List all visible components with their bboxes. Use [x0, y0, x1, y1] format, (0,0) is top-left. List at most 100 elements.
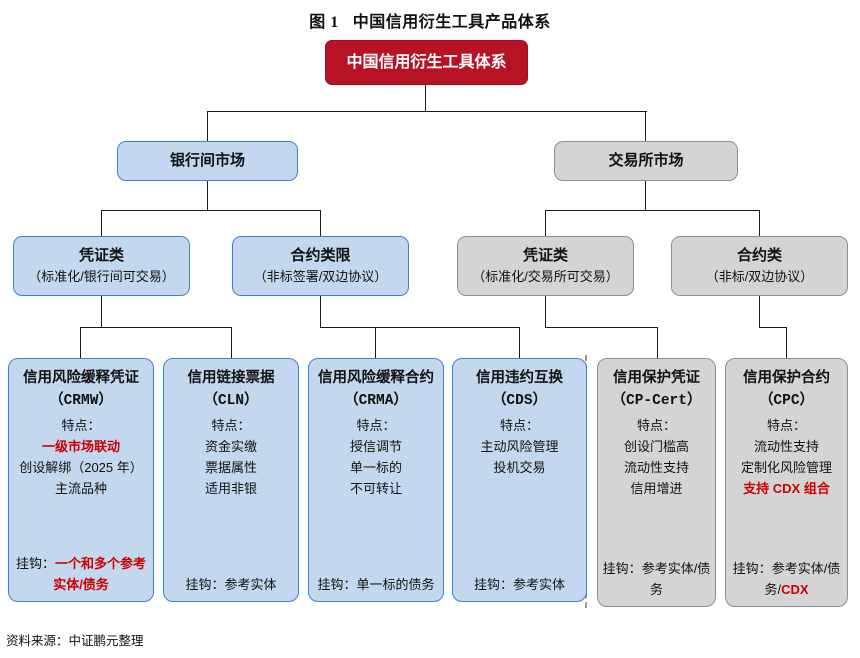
- connector-exvoucher-stem: [545, 296, 547, 328]
- product-abbreviation: （CP-Cert）: [611, 393, 702, 410]
- node-category-ib-contract-label: 合约类限: [290, 246, 351, 264]
- product-name: 信用保护合约: [743, 370, 830, 386]
- product-feature: 主动风险管理: [480, 439, 559, 455]
- connector-to-cp-cert: [657, 327, 659, 358]
- product-underlying-value: 参考实体/债务: [641, 560, 711, 597]
- product-underlying: 挂钩：参考实体/债务: [602, 554, 711, 600]
- connector-excontract-stem: [759, 296, 761, 328]
- product-feature: 单一标的: [349, 460, 402, 476]
- product-feature: 主流品种: [54, 481, 107, 497]
- product-underlying: 挂钩：一个和多个参考实体/债务: [13, 549, 149, 595]
- connector-to-crmw: [80, 327, 82, 358]
- product-feature: 一级市场联动: [41, 439, 120, 455]
- product-card-crma[interactable]: 信用风险缓释合约 （CRMA） 特点： 授信调节单一标的不可转让挂钩：单一标的债务: [308, 358, 444, 602]
- product-feature-label: 特点：: [356, 417, 396, 433]
- node-category-ib-contract[interactable]: 合约类限 （非标签署/双边协议）: [232, 236, 409, 296]
- node-category-ib-voucher[interactable]: 凭证类 （标准化/银行间可交易）: [13, 236, 190, 296]
- product-underlying-value: 单一标的债务: [356, 576, 435, 592]
- node-category-ib-voucher-sub: （标准化/银行间可交易）: [28, 269, 175, 285]
- product-abbreviation: （CDS）: [491, 393, 548, 410]
- product-underlying: 挂钩：参考实体: [168, 570, 294, 595]
- product-underlying: 挂钩：参考实体: [457, 570, 582, 595]
- connector-interbank-stem: [207, 181, 209, 210]
- product-abbreviation: （CPC）: [758, 393, 815, 410]
- node-category-ib-contract-sub: （非标签署/双边协议）: [253, 269, 388, 285]
- connector-to-ib-voucher: [101, 210, 103, 236]
- node-category-ex-contract-sub: （非标/双边协议）: [705, 269, 814, 285]
- product-card-cp-cert[interactable]: 信用保护凭证 （CP-Cert） 特点： 创设门槛高流动性支持信用增进挂钩：参考实体/…: [597, 358, 716, 607]
- product-feature: 流动性支持: [623, 460, 689, 476]
- connector-to-cpc: [786, 327, 788, 358]
- connector-root-bar: [207, 111, 647, 113]
- node-root[interactable]: 中国信用衍生工具体系: [325, 40, 528, 85]
- connector-to-crma: [375, 327, 377, 358]
- product-feature: 资金实缴: [204, 439, 257, 455]
- product-underlying: 挂钩：单一标的债务: [313, 570, 439, 595]
- node-market-exchange-label: 交易所市场: [608, 152, 684, 170]
- product-underlying-label: 挂钩：: [185, 576, 225, 592]
- product-feature: 不可转让: [349, 481, 402, 497]
- product-abbreviation: （CRMW）: [49, 393, 113, 410]
- connector-ibcontract-bar: [375, 327, 520, 329]
- product-underlying-suffix: CDX: [781, 581, 809, 597]
- node-market-interbank-label: 银行间市场: [169, 152, 245, 170]
- node-category-ex-voucher-sub: （标准化/交易所可交易）: [472, 269, 619, 285]
- product-card-cpc[interactable]: 信用保护合约 （CPC） 特点： 流动性支持定制化风险管理支持 CDX 组合挂钩：参考…: [725, 358, 848, 607]
- product-name: 信用链接票据: [187, 370, 275, 386]
- source-note: 资料来源：中证鹏元整理: [6, 634, 144, 648]
- node-category-ib-voucher-label: 凭证类: [78, 246, 124, 264]
- connector-ibvoucher-stem: [101, 296, 103, 328]
- product-underlying-value: 参考实体/债务/: [764, 560, 841, 597]
- product-card-cln[interactable]: 信用链接票据 （CLN） 特点： 资金实缴票据属性适用非银挂钩：参考实体: [163, 358, 299, 602]
- product-underlying-label: 挂钩：: [732, 560, 772, 576]
- node-category-ex-contract[interactable]: 合约类 （非标/双边协议）: [671, 236, 848, 296]
- product-feature-label: 特点：: [499, 417, 539, 433]
- product-underlying-label: 挂钩：: [602, 560, 642, 576]
- node-market-exchange[interactable]: 交易所市场: [554, 141, 738, 181]
- product-feature-label: 特点：: [61, 417, 101, 433]
- product-feature: 信用增进: [630, 481, 683, 497]
- product-feature: 定制化风险管理: [740, 460, 832, 476]
- product-feature: 投机交易: [493, 460, 546, 476]
- product-underlying-label: 挂钩：: [317, 576, 357, 592]
- product-feature: 流动性支持: [753, 439, 819, 455]
- connector-to-ex-contract: [759, 210, 761, 236]
- product-feature: 票据属性: [204, 460, 257, 476]
- connector-root-stem: [425, 84, 427, 112]
- product-card-cds[interactable]: 信用违约互换（CDS）特点：主动风险管理投机交易挂钩：参考实体: [452, 358, 587, 602]
- product-feature: 授信调节: [349, 439, 402, 455]
- product-name: 信用保护凭证: [613, 370, 700, 386]
- product-abbreviation: （CRMA）: [344, 393, 408, 410]
- product-underlying-label: 挂钩：: [473, 576, 513, 592]
- node-market-interbank[interactable]: 银行间市场: [117, 141, 298, 181]
- product-feature: 适用非银: [204, 481, 257, 497]
- node-category-ex-contract-label: 合约类: [736, 246, 782, 264]
- connector-exchange-stem: [645, 181, 647, 210]
- product-feature-label: 特点：: [766, 417, 806, 433]
- product-underlying-value: 一个和多个参考实体/债务: [53, 555, 147, 592]
- product-feature: 支持 CDX 组合: [743, 481, 830, 497]
- node-root-label: 中国信用衍生工具体系: [346, 53, 507, 71]
- connector-to-ex-voucher: [545, 210, 547, 236]
- product-card-crmw[interactable]: 信用风险缓释凭证 （CRMW） 特点： 一级市场联动创设解绑（2025 年） 主流品种挂…: [8, 358, 154, 602]
- product-name: 信用风险缓释合约: [318, 370, 434, 386]
- connector-ibcontract-bar-left: [320, 327, 376, 329]
- connector-to-interbank: [207, 111, 209, 141]
- connector-to-exchange: [645, 111, 647, 141]
- product-feature: 创设解绑（2025 年）: [19, 460, 143, 476]
- product-feature: 创设门槛高: [623, 439, 689, 455]
- connector-ibcontract-stem: [320, 296, 322, 328]
- figure-number: 图 1: [309, 14, 339, 31]
- product-feature-label: 特点：: [636, 417, 676, 433]
- product-underlying-label: 挂钩：: [15, 555, 55, 571]
- product-underlying-value: 参考实体: [513, 576, 566, 592]
- product-abbreviation: （CLN）: [203, 393, 259, 410]
- node-category-ex-voucher[interactable]: 凭证类 （标准化/交易所可交易）: [457, 236, 634, 296]
- figure-title-text: 中国信用衍生工具产品体系: [352, 14, 551, 31]
- product-name: 信用风险缓释凭证: [23, 370, 139, 386]
- connector-to-ib-contract: [320, 210, 322, 236]
- connector-to-cds: [519, 327, 521, 358]
- product-feature-label: 特点：: [211, 417, 251, 433]
- connector-exchange-bar: [545, 210, 760, 212]
